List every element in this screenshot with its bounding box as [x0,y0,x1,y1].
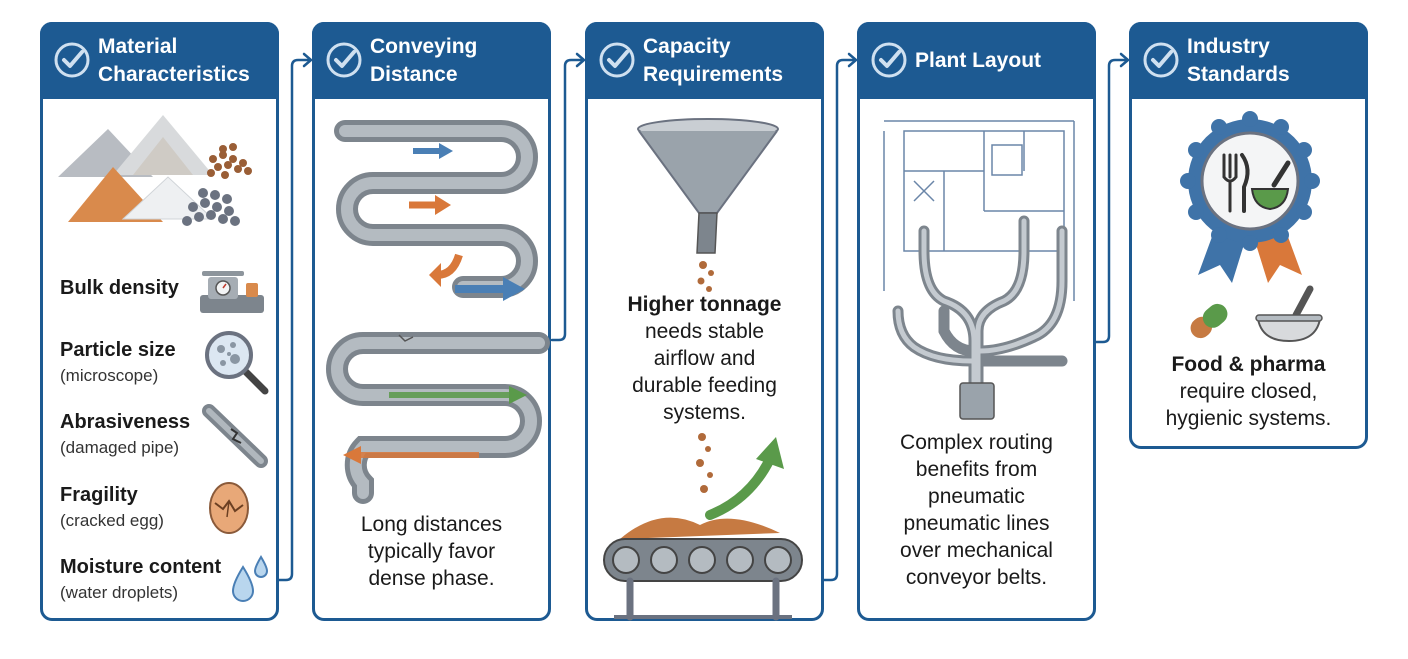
check-circle-icon [54,42,90,78]
long-pipe-illustration [326,332,550,504]
card-title: Material Characteristics [98,22,273,99]
desc-line: Complex routing [900,431,1053,454]
desc-line: durable feeding [632,374,777,397]
card-industry-standards: Industry Standards Food & phar [1129,22,1368,449]
property-label-moisture-content: Moisture content [60,556,222,578]
card-header: Material Characteristics [40,22,279,99]
title-line-2: Distance [370,62,458,86]
water-droplets-icon [231,555,269,602]
title-line-1: Plant Layout [915,48,1042,72]
card-title: Capacity Requirements [643,22,818,99]
desc-bold: Higher tonnage [627,293,782,316]
desc-line: require closed, [1179,380,1318,403]
magnifier-icon [205,331,269,395]
title-line-1: Material [98,34,178,58]
property-sub-particle-size: (microscope) [60,366,159,385]
desc-line: over mechanical [900,539,1053,562]
check-circle-icon [599,42,635,78]
funnel-icon [637,118,779,292]
cracked-egg-icon [209,482,249,534]
plant-blueprint-illustration [883,120,1075,420]
title-line-1: Conveying [370,34,478,58]
card-title: Conveying Distance [370,22,545,99]
desc-line: benefits from [915,458,1038,481]
card-header: Conveying Distance [312,22,551,99]
card-material-characteristics: Material Characteristics Bulk density Co… [40,22,279,621]
property-sub-abrasiveness: (damaged pipe) [60,438,180,457]
conveyor-belt-illustration [603,433,803,621]
short-serpentine-pipe-illustration [334,120,538,301]
card-capacity-requirements: Capacity Requirements Higher tonnage nee… [585,22,824,621]
title-line-2: Requirements [643,62,784,86]
desc-bold: Food & pharma [1171,353,1326,376]
check-circle-icon [326,42,362,78]
desc-line: conveyor belts. [905,566,1048,589]
desc-line: needs stable [644,320,765,343]
title-line-1: Capacity [643,34,731,58]
desc-line: pneumatic [928,485,1025,508]
card-description: Food & pharma require closed, hygienic s… [1132,351,1365,432]
desc-line: airflow and [653,347,756,370]
check-circle-icon [1143,42,1179,78]
desc-line: typically favor [367,540,496,563]
certification-badge-icon [1180,111,1320,283]
property-sub-moisture-content: (water droplets) [60,583,179,602]
property-sub-fragility: (cracked egg) [60,511,164,530]
property-label-fragility: Fragility [60,484,138,506]
card-conveying-distance: Conveying Distance Long distances typica… [312,22,551,621]
card-description: Complex routing benefits from pneumatic … [860,429,1093,591]
scale-icon [200,271,264,313]
desc-line: Long distances [360,513,503,536]
card-header: Industry Standards [1129,22,1368,99]
card-title: Industry Standards [1187,22,1362,99]
card-plant-layout: Plant Layout [857,22,1096,621]
card-title: Plant Layout [915,22,1090,99]
title-line-2: Characteristics [98,62,250,86]
property-label-particle-size: Particle size [60,339,176,361]
title-line-1: Industry [1187,34,1270,58]
title-line-2: Standards [1187,62,1290,86]
material-piles-illustration [58,115,252,226]
check-circle-icon [871,42,907,78]
damaged-pipe-icon [202,404,268,468]
card-header: Capacity Requirements [585,22,824,99]
property-label-abrasiveness: Abrasiveness [60,411,191,433]
desc-line: hygienic systems. [1165,407,1332,430]
desc-line: systems. [663,401,746,424]
desc-line: dense phase. [368,567,495,590]
pill-and-mortar-icon [1190,285,1323,343]
card-header: Plant Layout [857,22,1096,99]
card-description: Higher tonnage needs stable airflow and … [588,291,821,426]
card-description: Long distances typically favor dense pha… [315,511,548,592]
property-label-bulk-density: Bulk density [60,277,179,299]
desc-line: pneumatic lines [903,512,1050,535]
